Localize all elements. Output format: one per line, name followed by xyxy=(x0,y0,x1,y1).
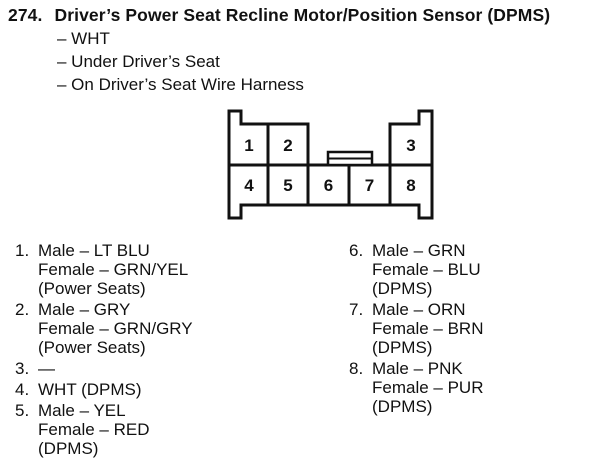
pin-list-number: 7. xyxy=(349,300,364,319)
pin-list-number: 5. xyxy=(15,401,30,420)
connector-pin-number: 8 xyxy=(406,176,415,195)
pin-wire-female: Female – BLU xyxy=(372,260,481,279)
pin-wire-male: Male – ORN xyxy=(372,300,466,319)
pin-wire-male: Male – PNK xyxy=(372,359,463,378)
pin-item-7: 7. Male – ORN Female – BRN (DPMS) xyxy=(349,300,483,357)
connector-outline xyxy=(227,109,434,220)
pin-wire-male: Male – LT BLU xyxy=(38,241,150,260)
bullet-line: – Under Driver’s Seat xyxy=(57,52,220,71)
pin-circuit: (Power Seats) xyxy=(38,338,146,357)
pin-list-number: 4. xyxy=(15,380,30,399)
pin-list-number: 1. xyxy=(15,241,30,260)
header: 274. Driver’s Power Seat Recline Motor/P… xyxy=(8,5,550,26)
pin-list-number: 3. xyxy=(15,359,30,378)
connector-pin-number: 3 xyxy=(406,136,415,155)
bullet-line: – WHT xyxy=(57,29,110,48)
pin-wire-female: Female – BRN xyxy=(372,319,484,338)
pin-item-3: 3. — xyxy=(15,359,193,378)
pin-item-1: 1. Male – LT BLU Female – GRN/YEL (Power… xyxy=(15,241,193,298)
connector-pin-number: 1 xyxy=(244,136,253,155)
pin-item-6: 6. Male – GRN Female – BLU (DPMS) xyxy=(349,241,483,298)
pin-list-left: 1. Male – LT BLU Female – GRN/YEL (Power… xyxy=(15,241,193,460)
pin-wire: WHT (DPMS) xyxy=(38,380,142,399)
pin-list-number: 8. xyxy=(349,359,364,378)
connector-pin-number: 4 xyxy=(244,176,254,195)
pin-circuit: (DPMS) xyxy=(372,338,433,357)
pin-wire-female: Female – GRN/GRY xyxy=(38,319,193,338)
pin-circuit: (DPMS) xyxy=(38,439,99,458)
pin-wire-male: Male – GRN xyxy=(372,241,466,260)
pin-wire-male: Male – GRY xyxy=(38,300,131,319)
pin-circuit: (DPMS) xyxy=(372,279,433,298)
pin-item-8: 8. Male – PNK Female – PUR (DPMS) xyxy=(349,359,483,416)
pin-item-2: 2. Male – GRY Female – GRN/GRY (Power Se… xyxy=(15,300,193,357)
connector-pin-number: 5 xyxy=(283,176,292,195)
pin-wire-male: Male – YEL xyxy=(38,401,126,420)
connector-pin-number: 7 xyxy=(365,176,374,195)
pin-circuit: (Power Seats) xyxy=(38,279,146,298)
pin-wire-female: Female – GRN/YEL xyxy=(38,260,189,279)
pin-wire-female: Female – PUR xyxy=(372,378,484,397)
pin-circuit: (DPMS) xyxy=(372,397,433,416)
pin-wire-none: — xyxy=(38,359,55,378)
item-number: 274. xyxy=(8,5,43,25)
pin-list-right: 6. Male – GRN Female – BLU (DPMS) 7. Mal… xyxy=(349,241,483,418)
pin-list-number: 2. xyxy=(15,300,30,319)
pin-list-number: 6. xyxy=(349,241,364,260)
header-bullets: – WHT – Under Driver’s Seat – On Driver’… xyxy=(57,27,304,96)
bullet-line: – On Driver’s Seat Wire Harness xyxy=(57,75,304,94)
page-title: Driver’s Power Seat Recline Motor/Positi… xyxy=(54,5,551,25)
pin-item-4: 4. WHT (DPMS) xyxy=(15,380,193,399)
pin-item-5: 5. Male – YEL Female – RED (DPMS) xyxy=(15,401,193,458)
connector-pin-number: 6 xyxy=(324,176,333,195)
pin-wire-female: Female – RED xyxy=(38,420,150,439)
connector-pin-number: 2 xyxy=(283,136,292,155)
